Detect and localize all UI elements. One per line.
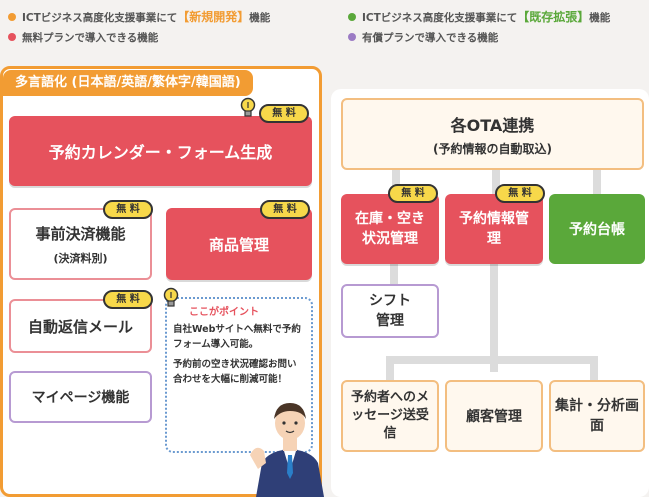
free-badge: 無 料 [103,200,153,219]
legend-text: 有償プランで導入できる機能 [362,32,499,44]
free-badge: 無 料 [260,200,310,219]
box-label: シフト管理 [369,293,411,329]
mypage-box: マイページ機能 [9,371,152,423]
legend-free-plan: 無料プランで導入できる機能 [8,30,158,45]
prepayment-box: 事前決済機能 (決済料別) [9,208,152,280]
box-label: 在庫・空き状況管理 [355,211,425,247]
legend-text: 無料プランで導入できる機能 [22,32,159,44]
connector-line [490,262,498,372]
legend-suffix: 機能 [249,12,271,24]
free-badge: 無 料 [495,184,545,203]
legend-text: ICTビジネス高度化支援事業にて [22,12,178,24]
inventory-box: 在庫・空き状況管理 [341,194,439,264]
box-label: 予約カレンダー・フォーム生成 [48,143,273,162]
box-label: 集計・分析画面 [555,398,639,434]
box-label: 自動返信メール [27,317,133,336]
connector-line [390,262,398,284]
box-label: 予約台帳 [569,222,625,238]
businessman-illustration [250,403,324,497]
legend-highlight: 【新規開発】 [177,10,250,24]
box-label: 商品管理 [208,235,269,254]
analytics-box: 集計・分析画面 [549,380,645,452]
connector-line [392,168,400,194]
orange-dot-icon [8,13,16,21]
connector-line [593,168,601,194]
box-note: (決済料別) [53,251,108,265]
legend-paid-plan: 有償プランで導入できる機能 [348,30,498,45]
product-management-box: 商品管理 [166,208,312,280]
legend-text: ICTビジネス高度化支援事業にて [362,12,518,24]
lightbulb-icon [163,287,179,307]
legend-new-development: ICTビジネス高度化支援事業にて【新規開発】機能 [8,8,270,25]
box-label: 顧客管理 [466,409,522,425]
auto-reply-box: 自動返信メール [9,299,152,353]
customer-box: 顧客管理 [445,380,543,452]
connector-line [590,356,598,382]
legend-highlight: 【既存拡張】 [517,10,590,24]
box-label: 予約情報管理 [459,211,529,247]
lightbulb-icon [240,97,256,117]
reservation-info-box: 予約情報管理 [445,194,543,264]
connector-line [386,356,596,364]
free-badge: 無 料 [103,290,153,309]
reservation-book-box: 予約台帳 [549,194,645,264]
reservation-calendar-box: 予約カレンダー・フォーム生成 [9,116,312,186]
box-label: 事前決済機能 [35,224,126,243]
panel-title: 多言語化 (日本語/英語/繁体字/韓国語) [3,70,253,96]
box-note: (予約情報の自動取込) [433,141,552,156]
shift-box: シフト管理 [341,284,439,338]
box-label: 各OTA連携 [450,115,535,135]
ota-integration-box: 各OTA連携 (予約情報の自動取込) [341,98,644,170]
red-dot-icon [8,33,16,41]
point-title: ここがポイント [189,307,259,318]
box-label: マイページ機能 [31,390,130,406]
point-text: 自社Webサイトへ無料で予約フォーム導入可能。 [173,324,301,350]
free-badge: 無 料 [259,104,309,123]
point-text: 予約前の空き状況確認お問い合わせを大幅に削減可能！ [173,359,297,385]
green-dot-icon [348,13,356,21]
legend-suffix: 機能 [589,12,611,24]
purple-dot-icon [348,33,356,41]
box-label: 予約者へのメッセージ送受信 [350,390,429,441]
connector-line [492,168,500,194]
messages-box: 予約者へのメッセージ送受信 [341,380,439,452]
free-badge: 無 料 [388,184,438,203]
connector-line [386,356,394,382]
legend-existing-extension: ICTビジネス高度化支援事業にて【既存拡張】機能 [348,8,610,25]
